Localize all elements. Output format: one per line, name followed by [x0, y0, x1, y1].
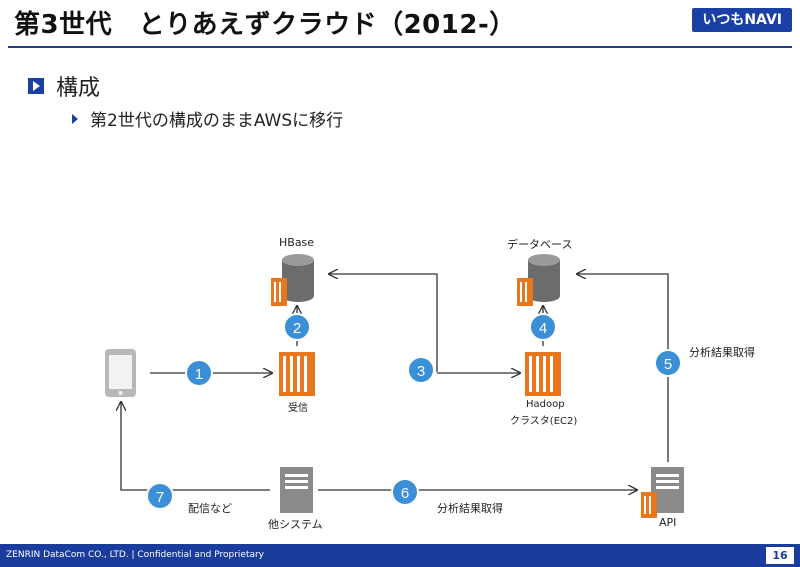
step-4: 4 [529, 313, 557, 341]
page-title: 第3世代 とりあえずクラウド（2012-） [14, 10, 516, 40]
step-2: 2 [283, 313, 311, 341]
step-5-number: 5 [664, 356, 672, 373]
arrow-other-system-to-phone [121, 402, 270, 491]
square-bullet-icon [28, 78, 44, 94]
bullet-level1: 構成 [28, 70, 100, 102]
triangle-bullet-icon [72, 113, 78, 124]
step-3: 3 [407, 356, 435, 384]
hbase-label: HBase [279, 236, 315, 249]
fetch-results-label-5: 分析結果取得 [689, 346, 755, 359]
receive-label: 受信 [288, 403, 308, 414]
hadoop-label-line2: クラスタ(EC2) [510, 416, 578, 427]
step-3-number: 3 [417, 363, 425, 380]
hadoop-ec2-icon [525, 352, 561, 396]
step-6-number: 6 [401, 485, 409, 502]
database-label: データベース [507, 238, 573, 251]
database-icon [517, 254, 560, 306]
arrow-to-hbase-from-step3 [329, 274, 438, 372]
title-underline [8, 46, 792, 48]
footer-company-text: ZENRIN DataCom CO., LTD. | Confidential … [6, 550, 265, 560]
arrow-api-to-database [577, 274, 669, 462]
page-number: 16 [766, 547, 794, 564]
brand-logo: いつもNAVI [692, 8, 792, 32]
hbase-icon [271, 254, 314, 306]
bullet-level2: 第2世代の構成のままAWSに移行 [72, 106, 343, 131]
step-7-number: 7 [156, 489, 164, 506]
step-1-number: 1 [195, 366, 203, 383]
hadoop-label-line1: Hadoop [526, 399, 565, 410]
api-label: API [659, 516, 677, 529]
fetch-results-label-6: 分析結果取得 [437, 502, 503, 515]
distribution-label: 配信など [188, 502, 232, 515]
step-5: 5 [654, 349, 682, 377]
footer-bar: ZENRIN DataCom CO., LTD. | Confidential … [0, 544, 800, 567]
bullet-level2-text: 第2世代の構成のままAWSに移行 [90, 111, 344, 131]
step-7: 7 [146, 482, 174, 510]
bullet-level1-text: 構成 [56, 76, 101, 101]
other-system-label: 他システム [268, 518, 323, 531]
receiver-ec2-icon [279, 352, 315, 396]
smartphone-icon [105, 349, 136, 397]
step-2-number: 2 [293, 320, 301, 337]
api-server-icon [641, 467, 684, 518]
step-1: 1 [185, 359, 213, 387]
step-6: 6 [391, 478, 419, 506]
other-system-server-icon [280, 467, 313, 513]
step-4-number: 4 [539, 320, 547, 337]
